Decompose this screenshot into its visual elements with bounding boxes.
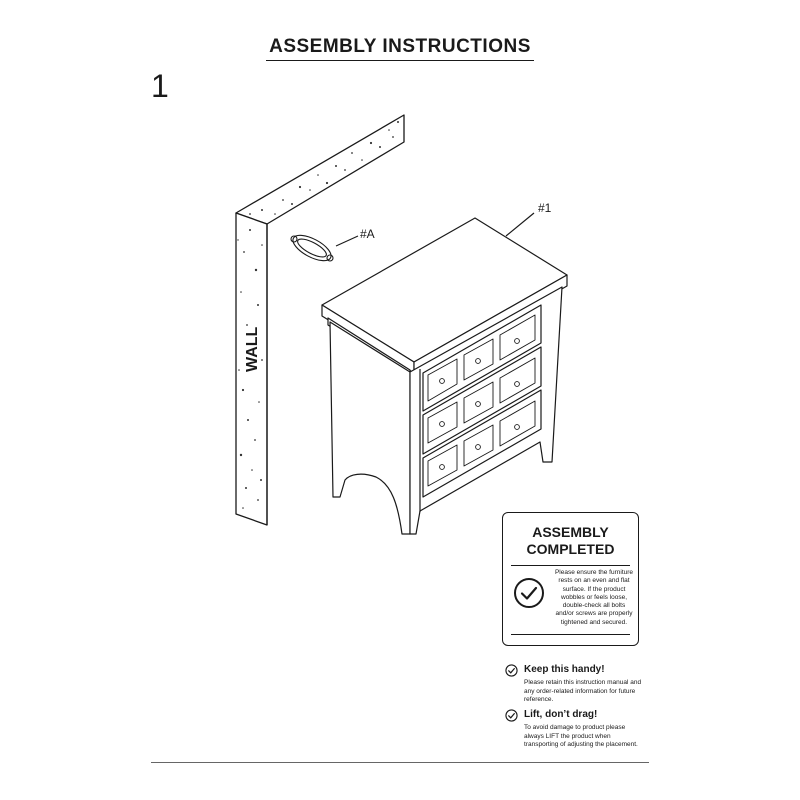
check-circle-icon xyxy=(505,664,518,677)
tip-title: Lift, don’t drag! xyxy=(524,709,598,720)
page-title: ASSEMBLY INSTRUCTIONS xyxy=(266,36,534,61)
check-circle-icon xyxy=(514,578,544,608)
part-a-label: #A xyxy=(360,227,375,241)
wall-illustration xyxy=(235,114,405,526)
completed-title-line1: ASSEMBLY xyxy=(532,524,609,540)
step-number: 1 xyxy=(151,68,169,104)
page-title-wrap: ASSEMBLY INSTRUCTIONS xyxy=(0,36,800,61)
divider xyxy=(511,565,630,566)
nightstand-illustration xyxy=(321,212,568,535)
tip-text: To avoid damage to product please always… xyxy=(524,724,638,748)
tip-text: Please retain this instruction manual an… xyxy=(524,679,642,703)
part-1-label: #1 xyxy=(538,201,552,215)
wall-texture xyxy=(237,121,399,509)
drawer-fronts xyxy=(422,304,542,498)
divider xyxy=(511,634,630,635)
anti-tip-bracket xyxy=(290,234,359,262)
drawer-knobs xyxy=(439,338,520,470)
assembly-completed-box: ASSEMBLY COMPLETED Please ensure the fur… xyxy=(502,512,639,646)
wall-label: WALL xyxy=(244,326,261,372)
footer-divider xyxy=(151,762,649,763)
completed-title: ASSEMBLY COMPLETED xyxy=(503,524,638,558)
check-circle-icon xyxy=(505,709,518,722)
tip-title: Keep this handy! xyxy=(524,664,605,675)
completed-text: Please ensure the furniture rests on an … xyxy=(554,569,634,626)
completed-title-line2: COMPLETED xyxy=(526,541,615,557)
